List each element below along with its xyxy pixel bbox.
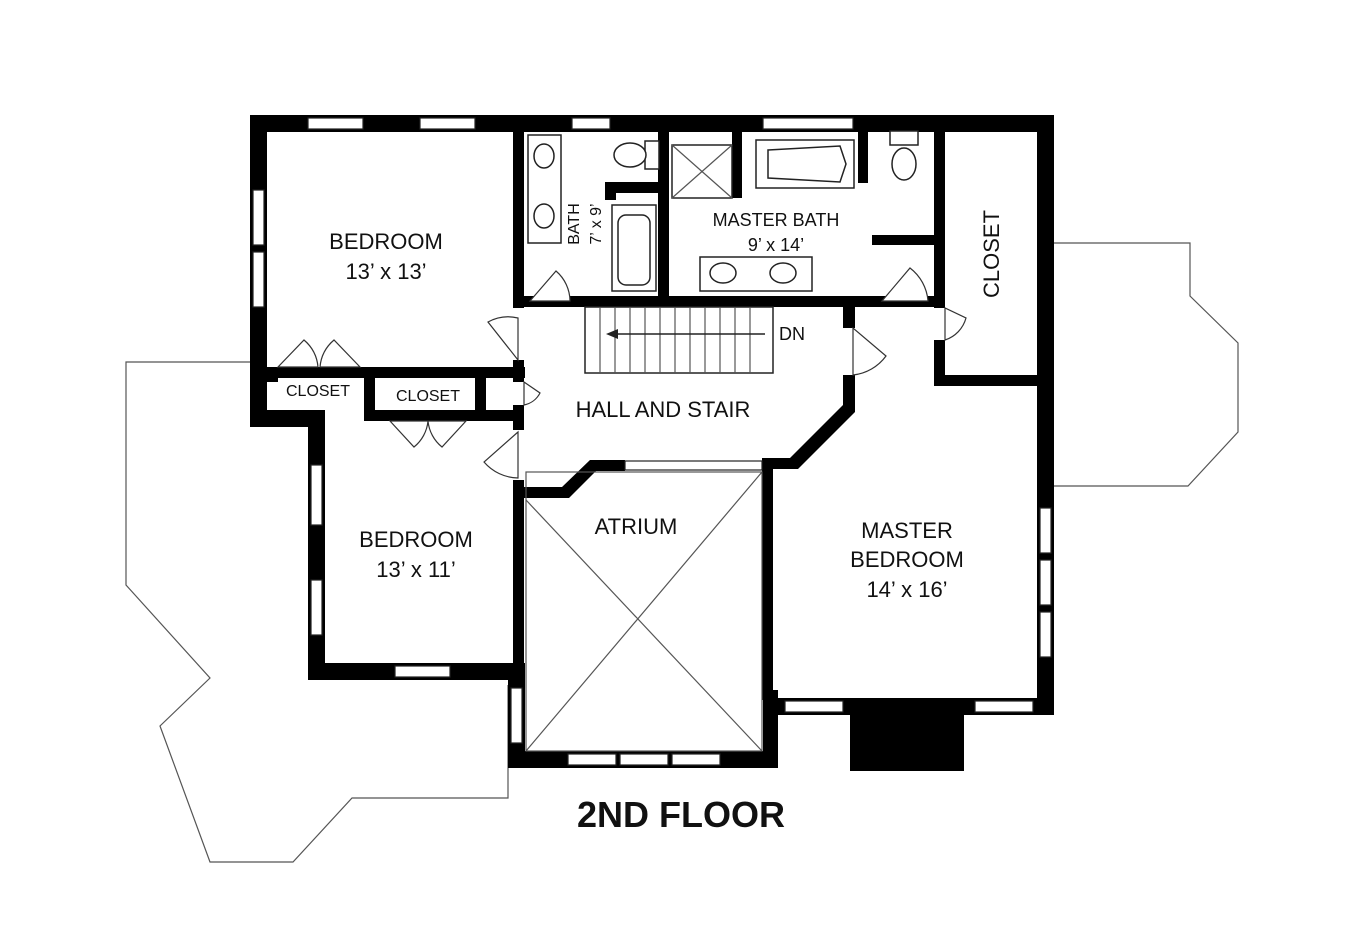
room-label-closet-2: CLOSET (396, 388, 460, 405)
toilet-tank (644, 140, 660, 170)
room-label-bedroom-1: BEDROOM (329, 229, 443, 254)
room-size-bedroom-2: 13’ x 11’ (376, 557, 456, 582)
fixtures (527, 130, 919, 292)
atrium-open-below (525, 471, 763, 752)
room-label-master-bedroom-line1: MASTER (861, 518, 953, 543)
toilet-icon (891, 147, 917, 181)
interior-walls (267, 128, 1044, 700)
room-size-bath: 7’ x 9’ (588, 203, 605, 244)
right-porch-outline (1054, 242, 1239, 487)
arrow-left-icon (606, 329, 618, 339)
toilet-icon (613, 142, 647, 168)
room-label-bath: BATH (566, 203, 583, 244)
floor-title: 2ND FLOOR (577, 794, 785, 835)
stair (584, 306, 774, 374)
room-label-closet-1: CLOSET (286, 383, 350, 400)
stair-direction-label: DN (779, 324, 805, 344)
sink-icon (709, 262, 737, 284)
room-label-master-bath: MASTER BATH (713, 210, 840, 230)
chimney (850, 698, 964, 771)
room-label-bedroom-2: BEDROOM (359, 527, 473, 552)
sink-icon (533, 203, 555, 229)
left-porch-outline (125, 361, 509, 863)
room-label-master-bedroom-line2: BEDROOM (850, 547, 964, 572)
porch-outlines (125, 242, 1239, 863)
room-label-hall: HALL AND STAIR (576, 397, 751, 422)
doors (276, 267, 967, 479)
room-label-atrium: ATRIUM (595, 514, 678, 539)
room-size-bedroom-1: 13’ x 13’ (345, 259, 426, 284)
room-size-master-bath: 9’ x 14’ (748, 235, 804, 255)
room-size-master-bedroom: 14’ x 16’ (866, 577, 947, 602)
room-label-master-closet: CLOSET (979, 210, 1004, 298)
windows (252, 117, 1052, 766)
sink-icon (769, 262, 797, 284)
toilet-tank (889, 130, 919, 146)
sink-icon (533, 143, 555, 169)
